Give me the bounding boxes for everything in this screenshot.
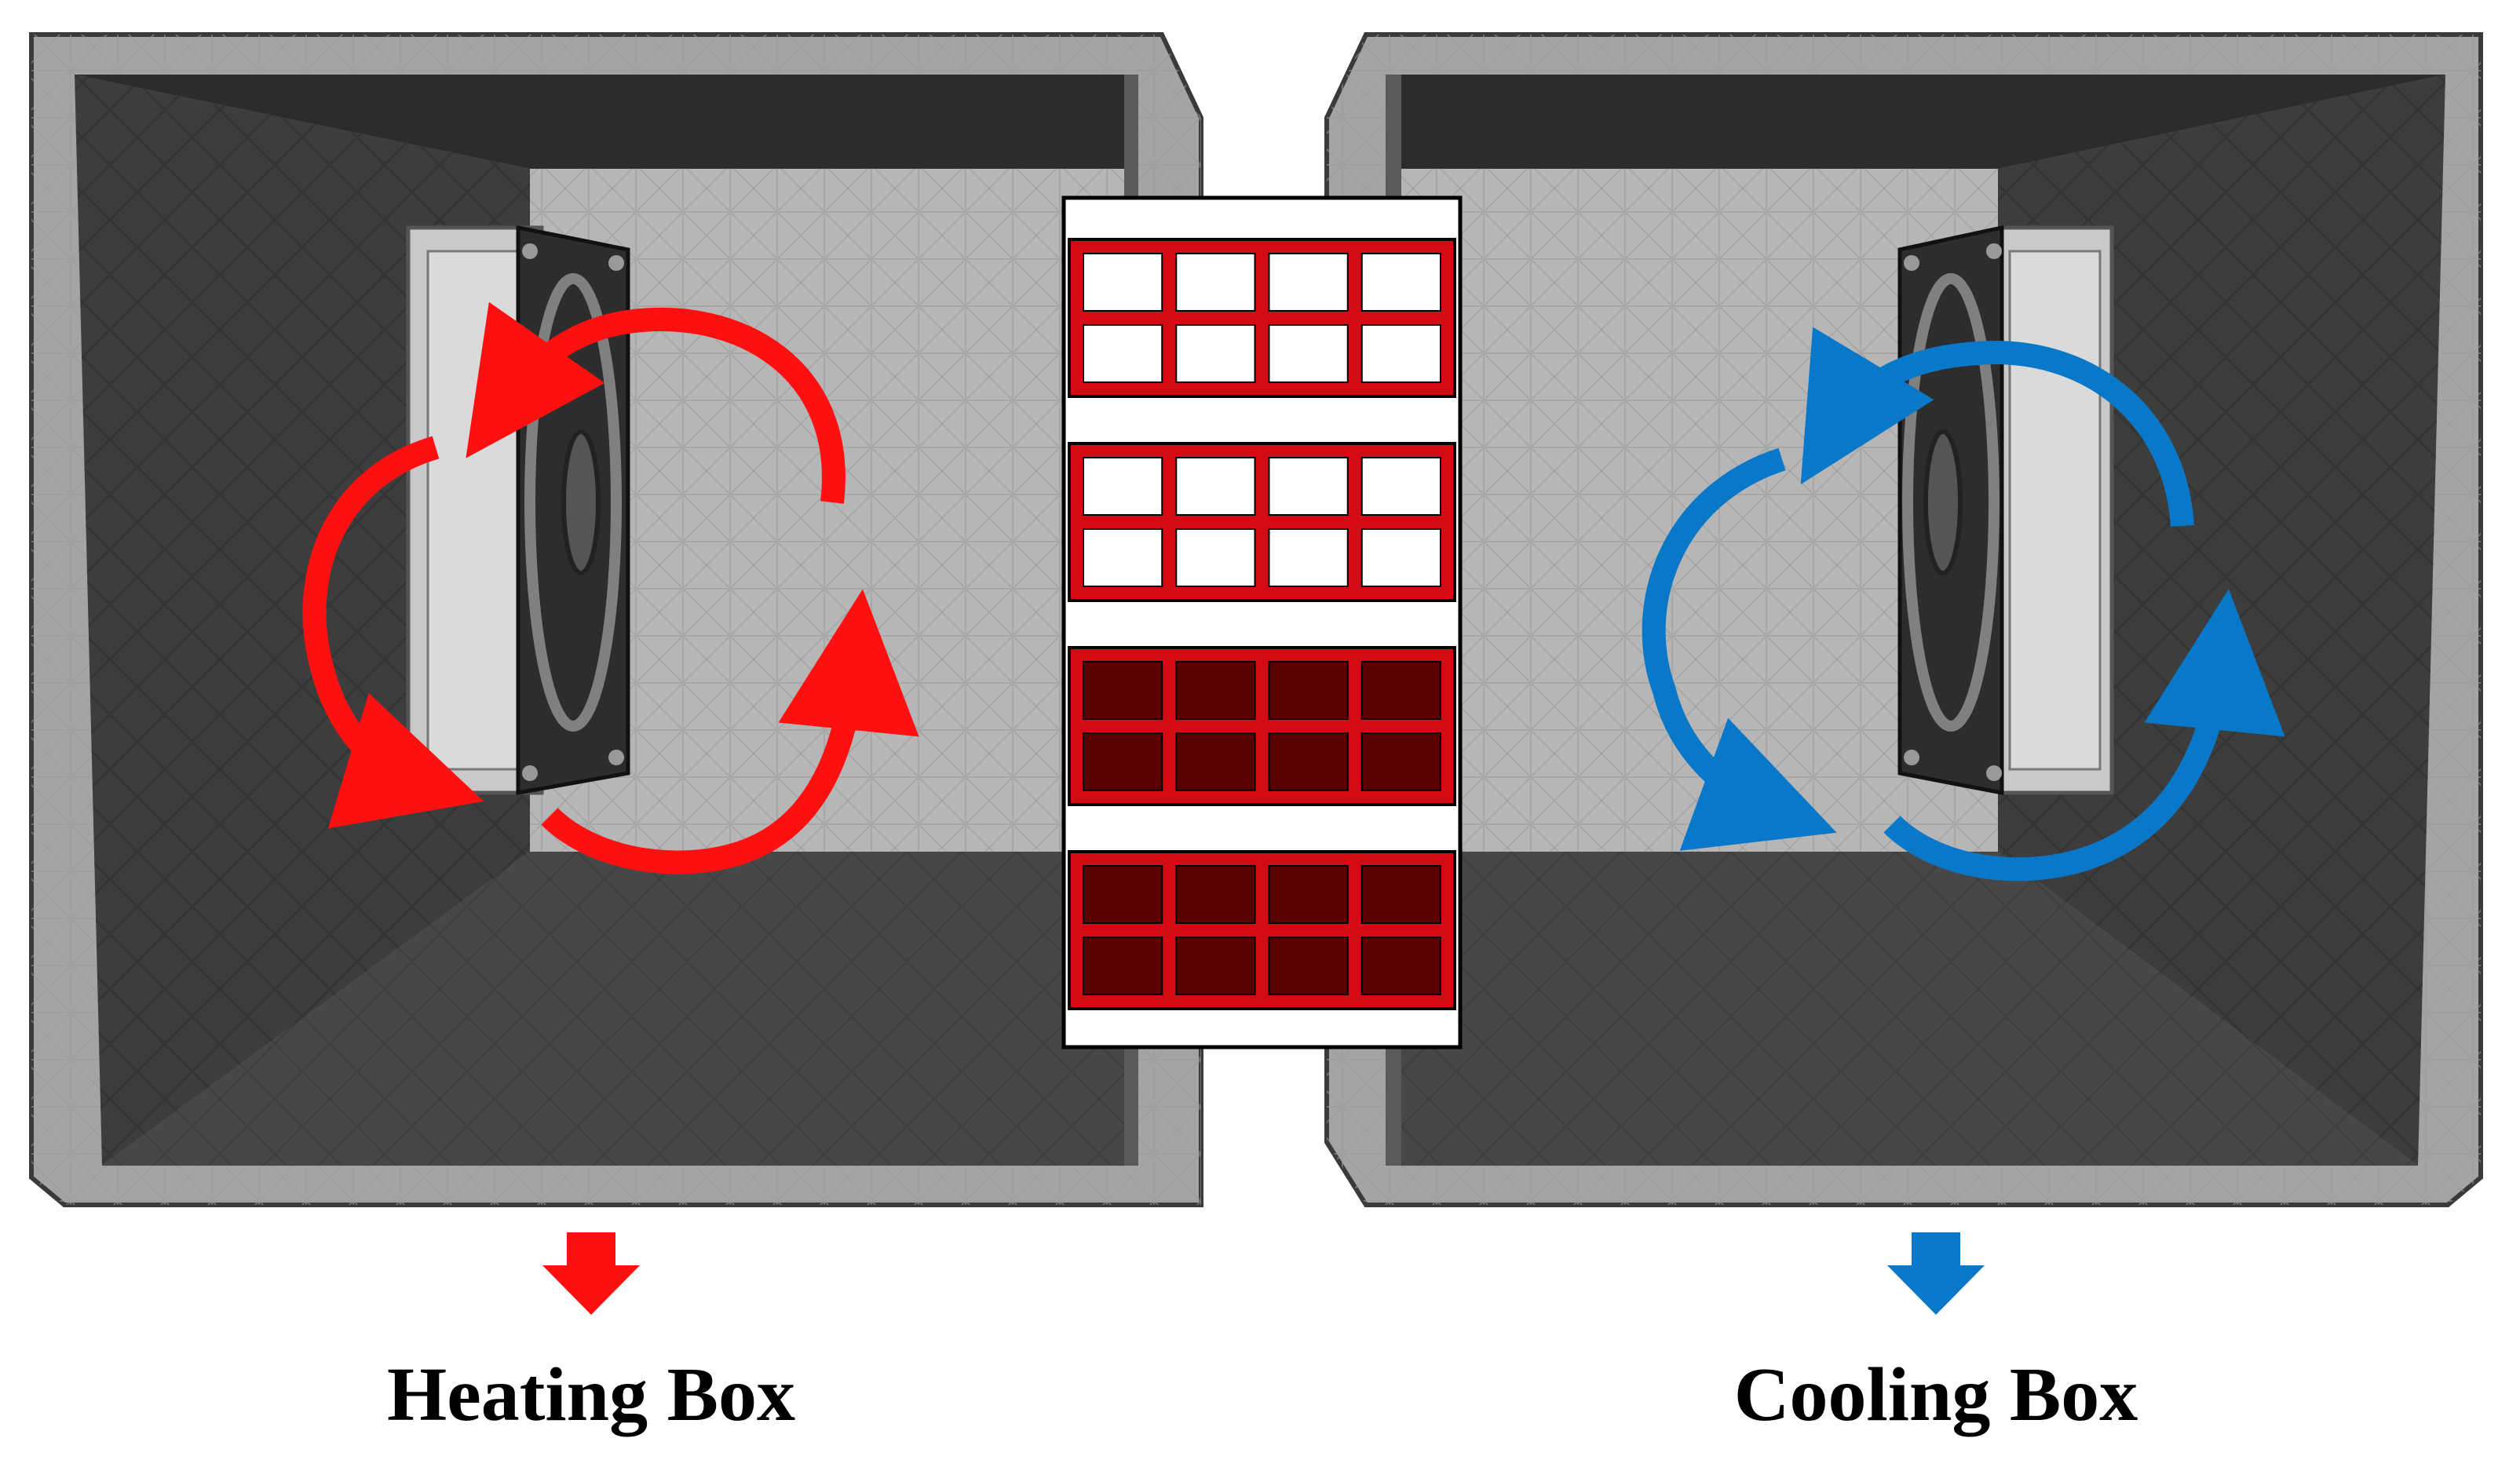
sample-cell	[1083, 661, 1163, 720]
sample-cell	[1268, 528, 1349, 587]
sample-cell	[1083, 936, 1163, 995]
sample-cell	[1175, 253, 1256, 312]
cooling-fan-icon	[1897, 224, 2114, 796]
sample-cell	[1268, 324, 1349, 383]
sample-cell	[1083, 528, 1163, 587]
sample-cell	[1268, 661, 1349, 720]
sample-cell	[1175, 732, 1256, 791]
heating-down-arrow-icon	[542, 1232, 640, 1315]
sample-block	[1061, 195, 1463, 1049]
sample-cell	[1360, 936, 1441, 995]
sample-cell	[1175, 865, 1256, 924]
heating-box	[29, 32, 1203, 1315]
sample-cell	[1175, 324, 1256, 383]
sample-cell	[1360, 324, 1441, 383]
sample-cell	[1175, 936, 1256, 995]
heating-box-label: Heating Box	[387, 1352, 795, 1437]
sample-cell	[1268, 865, 1349, 924]
sample-cell	[1268, 457, 1349, 516]
sample-cell	[1268, 936, 1349, 995]
sample-cell	[1175, 457, 1256, 516]
heat-flow-arrows	[302, 301, 919, 874]
sample-cell	[1268, 253, 1349, 312]
cooling-down-arrow-icon	[1887, 1232, 1985, 1315]
sample-cell	[1360, 253, 1441, 312]
sample-cell	[1268, 732, 1349, 791]
sample-cell	[1175, 528, 1256, 587]
sample-cell	[1083, 865, 1163, 924]
sample-cell	[1360, 865, 1441, 924]
sample-cell	[1083, 324, 1163, 383]
sample-cell	[1175, 661, 1256, 720]
cooling-box	[1324, 32, 2483, 1315]
sample-cell	[1360, 732, 1441, 791]
sample-cell	[1083, 457, 1163, 516]
sample-cell	[1360, 661, 1441, 720]
sample-cell	[1360, 528, 1441, 587]
sample-cell	[1083, 732, 1163, 791]
heating-fan-icon	[406, 224, 630, 795]
cooling-box-label: Cooling Box	[1733, 1352, 2138, 1437]
cool-flow-arrows	[1642, 327, 2285, 882]
sample-cell	[1083, 253, 1163, 312]
sample-cell	[1360, 457, 1441, 516]
